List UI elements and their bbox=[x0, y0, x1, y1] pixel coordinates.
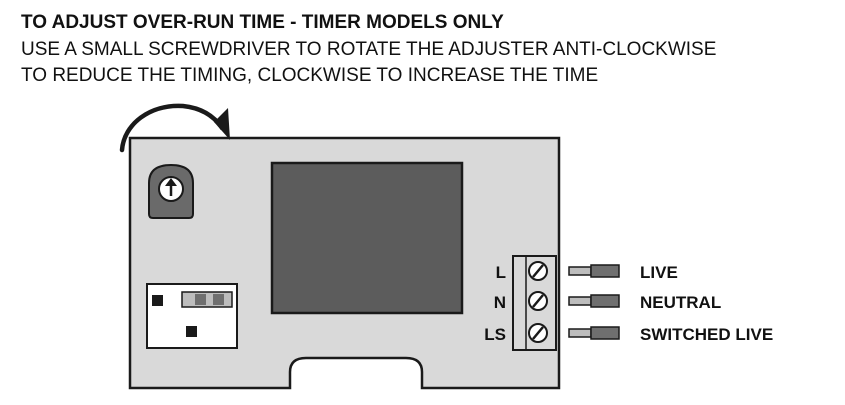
timer-adjuster-knob[interactable] bbox=[148, 163, 194, 219]
wire-label-neutral: NEUTRAL bbox=[640, 293, 721, 312]
slotted-screw-icon bbox=[528, 323, 548, 343]
wire-label-live: LIVE bbox=[640, 263, 678, 282]
terminal-row-ls: LS SWITCHED LIVE bbox=[484, 323, 773, 344]
terminal-row-n: N NEUTRAL bbox=[494, 291, 721, 312]
terminal-label-n: N bbox=[494, 293, 506, 312]
wire-label-switched-live: SWITCHED LIVE bbox=[640, 325, 773, 344]
heading: TO ADJUST OVER-RUN TIME - TIMER MODELS O… bbox=[21, 12, 504, 33]
wire-switched-live bbox=[568, 326, 620, 340]
display-window bbox=[270, 161, 464, 315]
up-arrow-in-circle-icon bbox=[158, 176, 184, 202]
slotted-screw-icon bbox=[528, 261, 548, 281]
terminal-label-l: L bbox=[496, 263, 506, 282]
instruction-line-1: USE A SMALL SCREWDRIVER TO ROTATE THE AD… bbox=[21, 39, 717, 60]
wire-live bbox=[568, 264, 620, 278]
instruction-line-2: TO REDUCE THE TIMING, CLOCKWISE TO INCRE… bbox=[21, 65, 599, 86]
clockwise-arrow-icon bbox=[119, 103, 230, 153]
jumper-block bbox=[146, 283, 238, 349]
wire-neutral bbox=[568, 294, 620, 308]
slotted-screw-icon bbox=[528, 291, 548, 311]
terminal-label-ls: LS bbox=[484, 325, 506, 344]
terminal-row-l: L LIVE bbox=[496, 261, 678, 282]
